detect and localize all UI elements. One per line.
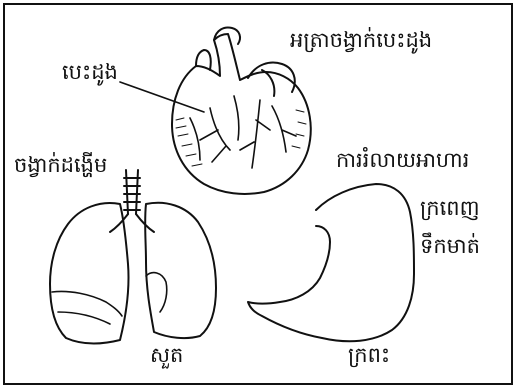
gland-label: ក្រពេញ bbox=[420, 198, 480, 219]
left-lung bbox=[50, 203, 129, 344]
heart-label: បេះដូង bbox=[62, 62, 118, 83]
stomach-outline bbox=[248, 184, 414, 341]
digestion-label: ការរំលាយអាហារ bbox=[336, 150, 469, 171]
right-lung bbox=[145, 203, 216, 338]
heart-rate-label: អត្រាចង្វាក់បេះដូង bbox=[290, 30, 432, 51]
breathing-label: ចង្វាក់ដង្ហើម bbox=[14, 155, 107, 176]
heart-label-leader bbox=[120, 82, 204, 112]
heart-vessels bbox=[190, 96, 296, 168]
stomach-label: ក្រពះ bbox=[348, 345, 390, 366]
heart-outline bbox=[172, 34, 311, 194]
stomach-drawing bbox=[248, 184, 414, 341]
heart-shading bbox=[176, 110, 306, 166]
left-lung-lobe-lines bbox=[52, 291, 122, 324]
trachea bbox=[124, 170, 140, 214]
lungs-drawing bbox=[50, 170, 216, 344]
bronchi bbox=[110, 214, 154, 232]
saliva-label: ទឹកមាត់ bbox=[420, 236, 480, 257]
lung-label: សួត bbox=[150, 345, 183, 366]
heart-drawing bbox=[172, 28, 311, 194]
